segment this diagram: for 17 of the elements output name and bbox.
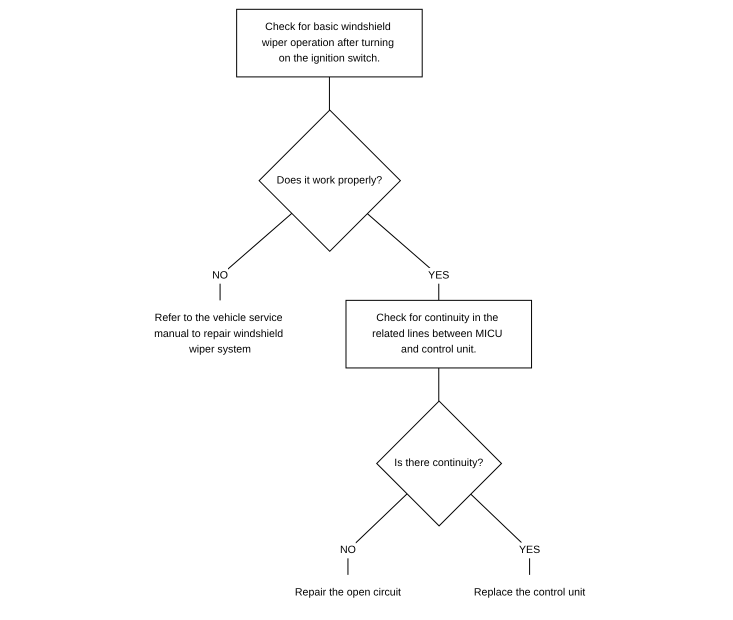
node-text: Replace the control unit — [474, 586, 586, 598]
connector — [329, 76, 330, 111]
connector — [220, 213, 292, 301]
connector — [366, 213, 440, 301]
node-box: Check for continuity in the related lines between MICU and control unit. — [346, 300, 532, 368]
edge-label: YES — [519, 544, 540, 556]
node-diamond: Does it work properly? — [258, 109, 402, 252]
node-box: Check for basic windshield wiper operation after turning on the ignition switch. — [236, 8, 423, 78]
edge-label: YES — [428, 270, 450, 282]
node-text: Refer to the vehicle service manual to repair windshield wiper system — [154, 312, 284, 356]
node-diamond: Is there continuity? — [376, 400, 502, 527]
edge-label: NO — [340, 544, 356, 556]
edge-label: NO — [212, 270, 228, 282]
connector — [348, 493, 408, 576]
node-text: Repair the open circuit — [295, 586, 402, 598]
connector — [470, 493, 530, 576]
connector — [438, 367, 440, 402]
